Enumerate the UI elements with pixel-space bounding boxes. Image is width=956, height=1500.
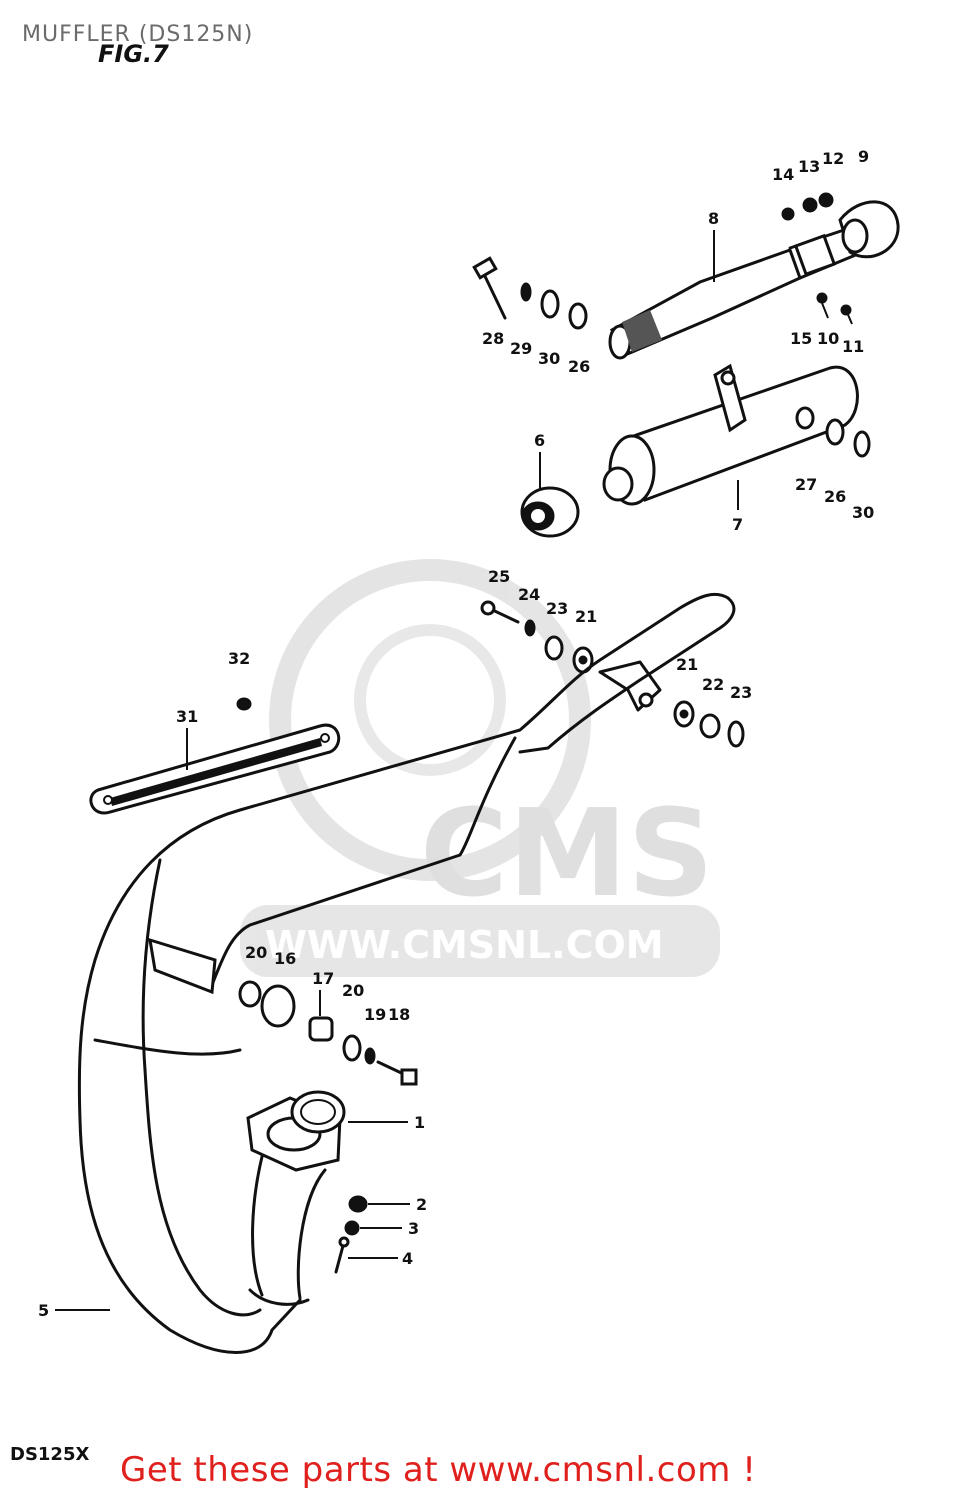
parts-1-4-gasket-fasteners (290, 1090, 368, 1274)
callout-16: 16 (274, 949, 296, 968)
callout-21b: 21 (676, 655, 698, 674)
callout-14: 14 (772, 165, 794, 184)
watermark-mascot-ring (269, 559, 591, 881)
callout-20b: 20 (342, 981, 364, 1000)
callout-6: 6 (534, 431, 545, 450)
callout-9: 9 (858, 147, 869, 166)
watermark-url-bar (240, 905, 720, 977)
callout-17: 17 (312, 969, 334, 988)
callout-19: 19 (364, 1005, 386, 1024)
callout-15: 15 (790, 329, 812, 348)
callout-23a: 23 (546, 599, 568, 618)
model-code: DS125X (10, 1444, 90, 1465)
parts-26-28-29-30-hardware (472, 256, 588, 330)
callout-29: 29 (510, 339, 532, 358)
callout-8: 8 (708, 209, 719, 228)
page-title: MUFFLER (DS125N) (22, 22, 254, 47)
callout-13: 13 (798, 157, 820, 176)
callout-25: 25 (488, 567, 510, 586)
callout-21a: 21 (575, 607, 597, 626)
callout-26b: 26 (824, 487, 846, 506)
callout-26a: 26 (568, 357, 590, 376)
callout-3: 3 (408, 1219, 419, 1238)
callout-32: 32 (228, 649, 250, 668)
callout-2: 2 (416, 1195, 427, 1214)
callout-4: 4 (402, 1249, 413, 1268)
callout-7: 7 (732, 515, 743, 534)
callout-1: 1 (414, 1113, 425, 1132)
callout-30a: 30 (538, 349, 560, 368)
callout-23b: 23 (730, 683, 752, 702)
watermark-mascot-face (354, 624, 506, 776)
callout-24: 24 (518, 585, 540, 604)
callout-10: 10 (817, 329, 839, 348)
callout-30b: 30 (852, 503, 874, 522)
parts-10-15-fasteners (781, 192, 853, 325)
parts-21-25-hardware (480, 600, 745, 748)
part-7-muffler (602, 363, 871, 506)
part-6-grommet (520, 486, 580, 538)
watermark-brand: CMS (420, 785, 714, 924)
parts-16-20-hardware (238, 980, 418, 1086)
part-8-tailpipe (608, 226, 860, 360)
callout-12: 12 (822, 149, 844, 168)
watermark: CMS WWW.CMSNL.COM (240, 559, 720, 977)
callout-11: 11 (842, 337, 864, 356)
watermark-url: WWW.CMSNL.COM (265, 923, 664, 967)
leader-lines (55, 230, 739, 1311)
callout-31: 31 (176, 707, 198, 726)
promo-link[interactable]: Get these parts at www.cmsnl.com ! (120, 1450, 757, 1490)
callout-20a: 20 (245, 943, 267, 962)
part-31-heat-shield (89, 697, 341, 815)
callout-5: 5 (38, 1301, 49, 1320)
callout-labels: 1 2 3 4 5 6 7 8 9 10 11 12 13 14 15 16 1… (38, 147, 874, 1320)
callout-28: 28 (482, 329, 504, 348)
part-9-end-cap (838, 200, 900, 259)
callout-18: 18 (388, 1005, 410, 1024)
callout-27: 27 (795, 475, 817, 494)
callout-22: 22 (702, 675, 724, 694)
figure-label: FIG.7 (98, 40, 169, 68)
